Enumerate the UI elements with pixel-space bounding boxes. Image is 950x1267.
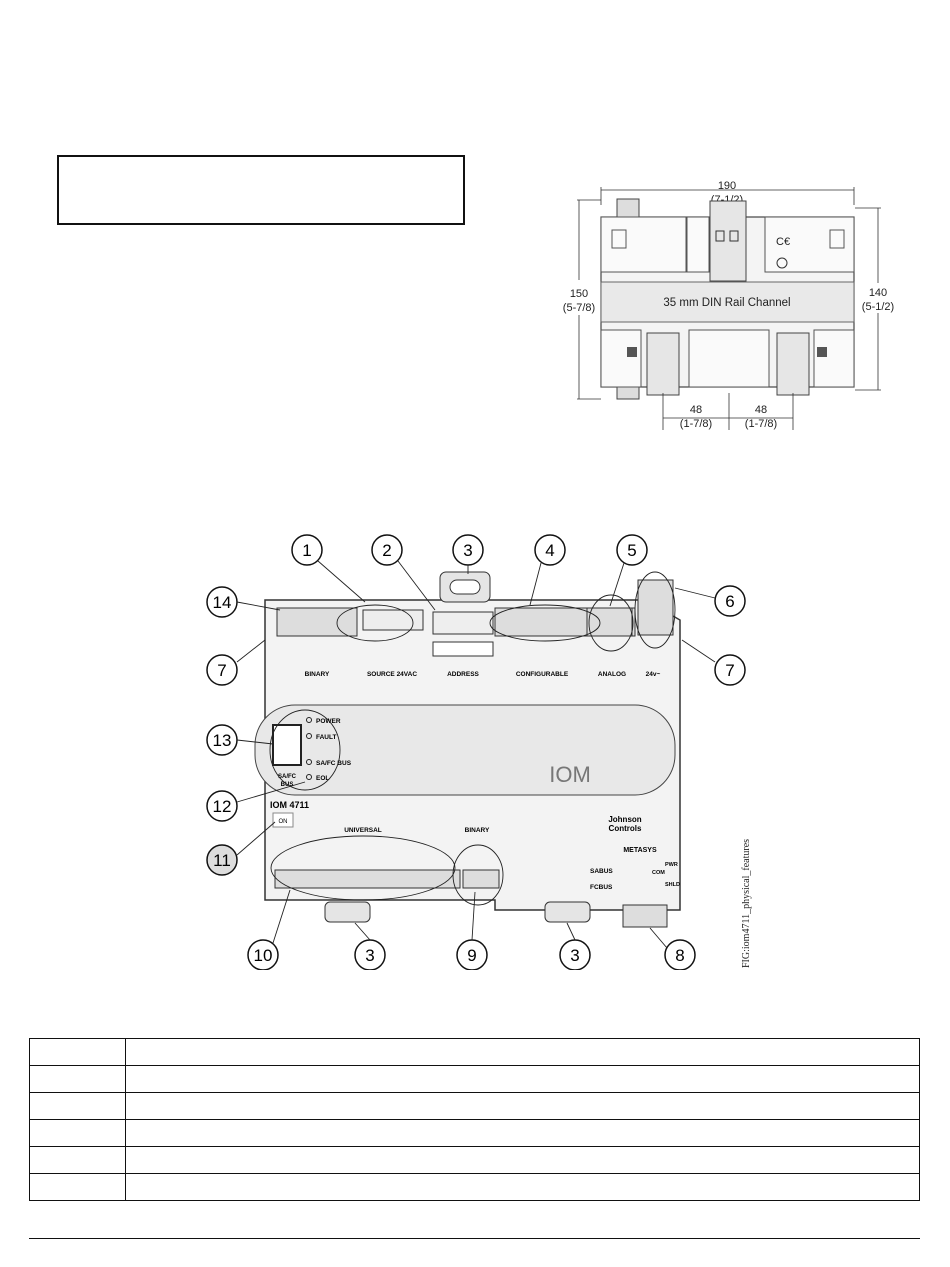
height-right-mm: 140 [869,287,887,299]
switch-label: ON [279,819,288,825]
spacing-left-mm: 48 [690,404,702,416]
spacing-right-in: (1-7/8) [745,418,777,430]
bus-col-pwr: PWR [665,862,678,868]
callout-10: 10 [254,946,273,965]
device-model: IOM 4711 [270,800,309,810]
table-cell [29,1065,126,1093]
callout-9: 9 [467,946,476,965]
group-address: ADDRESS [447,671,479,678]
led-power: POWER [316,718,341,725]
table-row [29,1065,920,1093]
table-cell [29,1119,126,1147]
device-logo: IOM [549,762,591,787]
metasys-label: METASYS [623,847,657,854]
spacing-left-in: (1-7/8) [680,418,712,430]
group-source-24vac: SOURCE 24VAC [367,671,417,678]
callout-5: 5 [627,541,636,560]
height-right-in: (5-1/2) [862,301,894,313]
table-cell [29,1173,126,1201]
callout-3-top: 3 [463,541,472,560]
bus-col-shld: SHLD [665,882,680,888]
device-drawing: BINARY SOURCE 24VAC ADDRESS CONFIGURABLE… [206,534,746,970]
callout-11: 11 [213,851,231,870]
group-analog: ANALOG [598,671,626,678]
port-label-1: SA/FC [278,774,297,780]
led-eol: EOL [316,775,329,782]
height-in: (5-7/8) [563,302,595,314]
fcbus-label: FCBUS [590,884,613,891]
table-cell [125,1146,920,1174]
table-cell [125,1173,920,1201]
svg-text:C€: C€ [776,236,790,248]
table-cell [29,1146,126,1174]
table-cell [125,1038,920,1066]
dimension-drawing: 190 (7-1/2) 150 (5-7/8) 140 (5-1/2) C€ 3… [563,180,894,430]
brand-line-2: Controls [609,824,642,833]
callout-7-right: 7 [725,661,734,680]
callout-4: 4 [545,541,554,560]
table-row [29,1173,920,1201]
callout-6: 6 [725,592,734,611]
width-mm: 190 [718,180,736,192]
table-row [29,1038,920,1066]
spacing-right-mm: 48 [755,404,767,416]
table-row [29,1146,920,1174]
callout-3-bottom-left: 3 [365,946,374,965]
callout-2: 2 [382,541,391,560]
legend-table [29,1038,920,1201]
callout-8: 8 [675,946,684,965]
group-universal: UNIVERSAL [344,827,382,834]
callout-3-bottom-right: 3 [570,946,579,965]
sabus-label: SABUS [590,868,613,875]
empty-note-box [57,155,465,225]
brand-line-1: Johnson [608,815,641,824]
table-row [29,1092,920,1120]
table-cell [29,1038,126,1066]
footer-rule [29,1238,920,1239]
table-cell [125,1092,920,1120]
group-binary-top: BINARY [305,671,330,678]
group-configurable: CONFIGURABLE [516,671,569,678]
callout-1: 1 [302,541,311,560]
table-cell [125,1065,920,1093]
callout-14: 14 [213,593,232,612]
rail-label: 35 mm DIN Rail Channel [663,297,790,309]
led-fault: FAULT [316,734,336,741]
table-row [29,1119,920,1147]
group-24v: 24v~ [646,671,661,678]
bus-col-com: COM [652,870,665,876]
group-binary-bottom: BINARY [465,827,490,834]
figure-caption: FIG:iom4711_physical_features [741,838,752,968]
led-sa-fc-bus: SA/FC BUS [316,760,352,767]
height-mm: 150 [570,288,588,300]
table-cell [29,1092,126,1120]
callout-12: 12 [213,797,232,816]
table-cell [125,1119,920,1147]
callout-13: 13 [213,731,232,750]
callout-7-left: 7 [217,661,226,680]
port-label-2: BUS [281,782,294,788]
